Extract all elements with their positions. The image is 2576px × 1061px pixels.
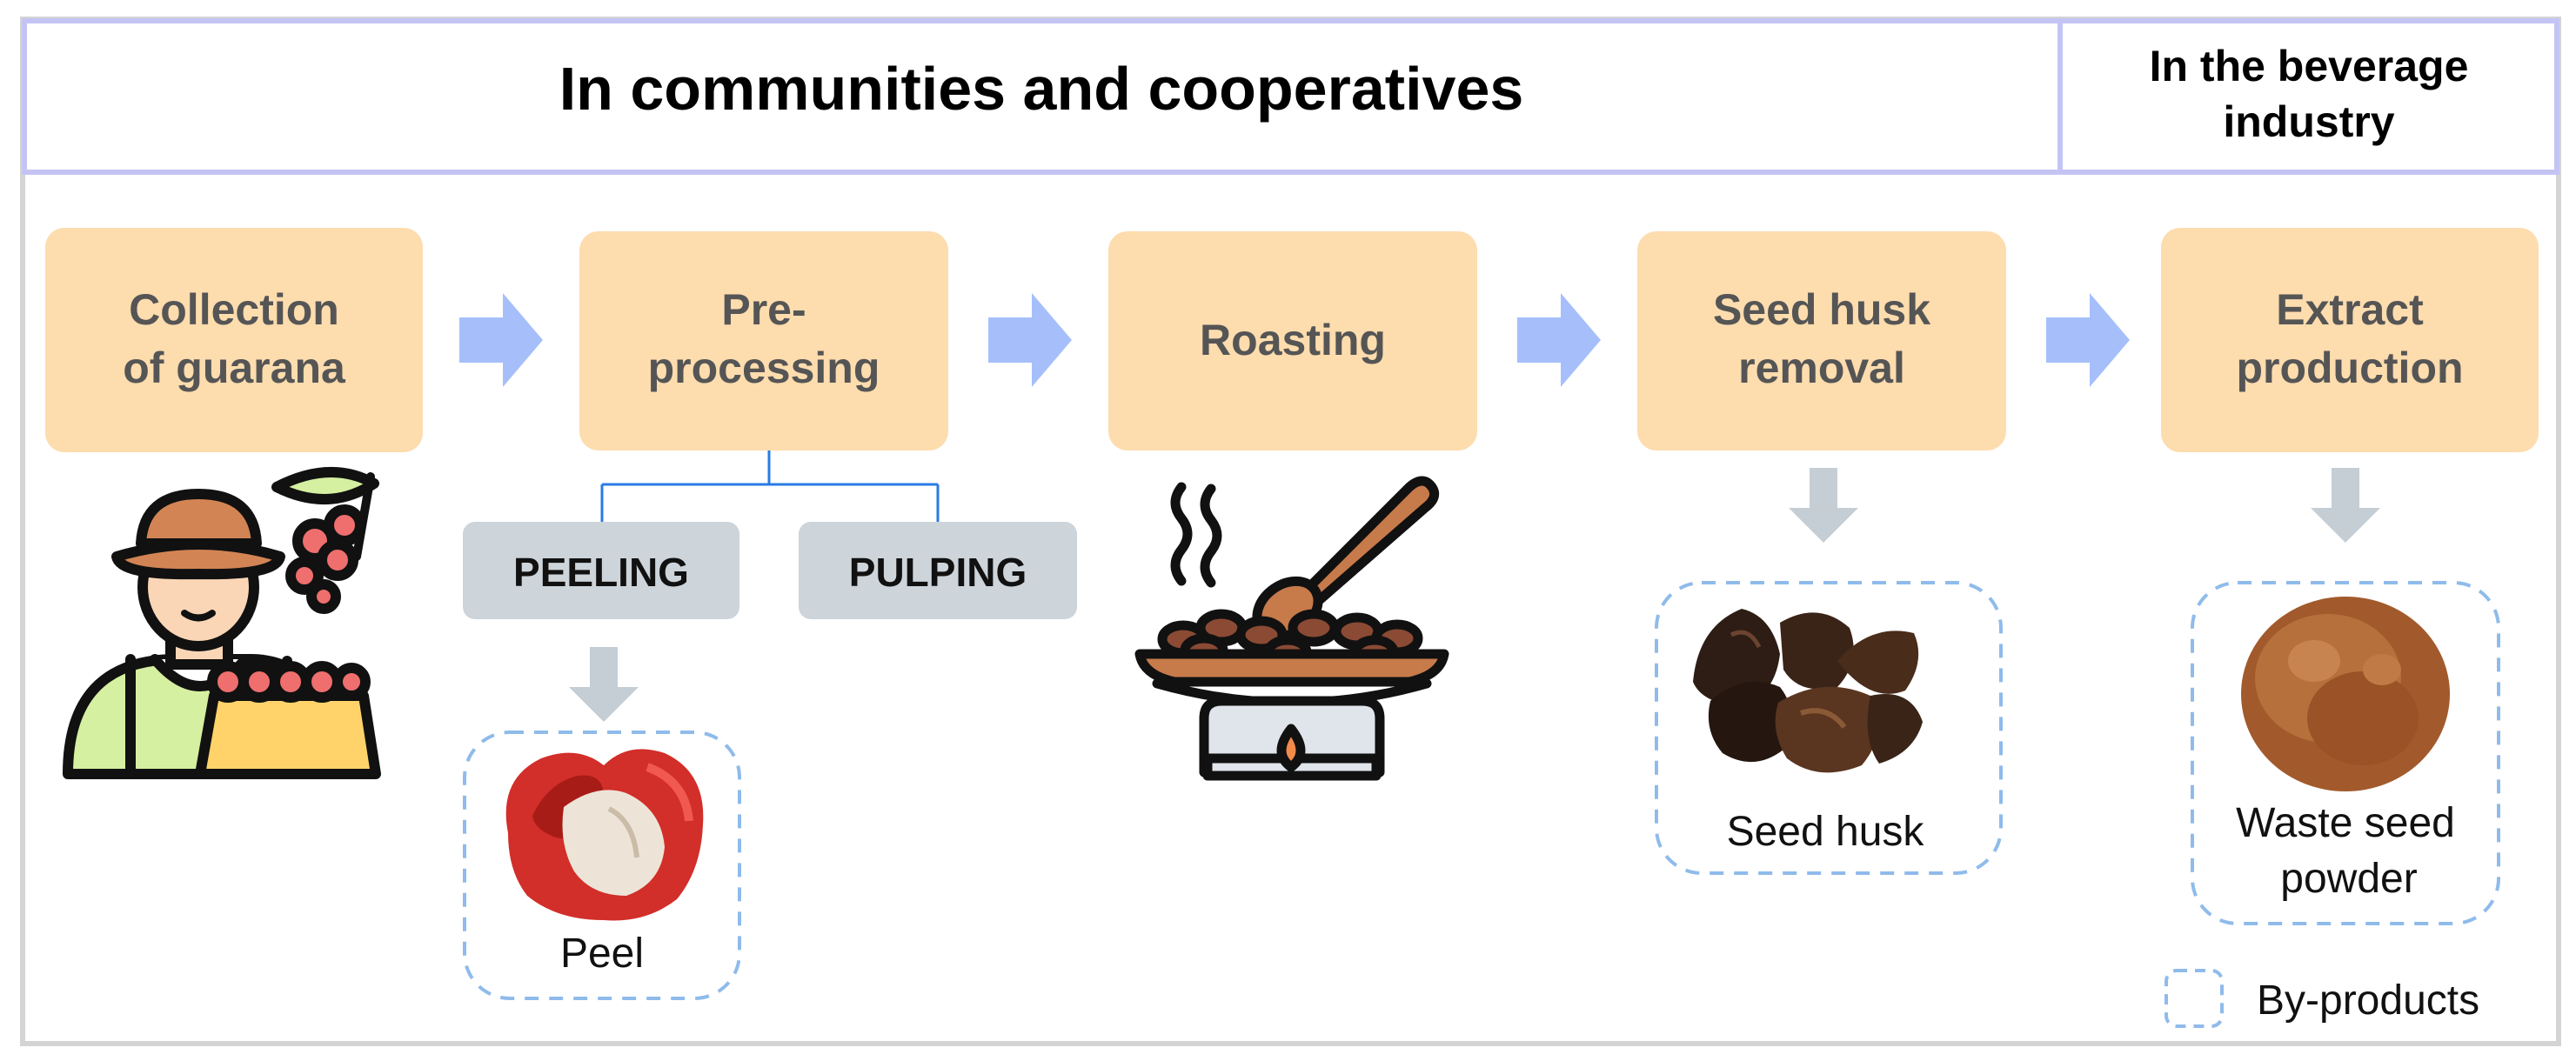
- method-box: [799, 522, 1077, 619]
- step-seed-husk-removal: Seed husk removal: [1637, 231, 2006, 450]
- seed-husk-photo: [1693, 609, 1923, 773]
- step-roasting: Roasting: [1108, 231, 1477, 450]
- byproduct-waste-seed-powder: Waste seed powder: [2191, 581, 2500, 925]
- arrow-down-icon: [1789, 468, 1858, 543]
- byproduct-label: powder: [2280, 856, 2417, 902]
- step-box: [1108, 231, 1477, 450]
- step-label: Collection: [129, 285, 339, 334]
- byproduct-label: Peel: [560, 931, 644, 977]
- seed-powder-photo: [2241, 597, 2450, 791]
- preprocessing-connector: [600, 450, 940, 524]
- industry-title-line2: industry: [2223, 97, 2394, 146]
- byproduct-peel: Peel: [463, 731, 741, 1000]
- roasting-pan-icon: [1134, 476, 1449, 781]
- outer-frame: [20, 17, 2561, 1046]
- communities-title: In communities and cooperatives: [559, 55, 1524, 123]
- legend-swatch: [2165, 969, 2224, 1028]
- byproduct-seed-husk: Seed husk: [1655, 581, 2003, 875]
- method-peeling: PEELING: [463, 522, 739, 619]
- step-label: processing: [648, 344, 880, 392]
- guarana-peel-photo: [505, 749, 704, 921]
- method-label: PULPING: [849, 550, 1027, 595]
- arrow-down-icon: [569, 647, 639, 722]
- arrow-right-icon: [988, 293, 1072, 387]
- farmer-icon: [63, 467, 381, 779]
- arrow-right-icon: [459, 293, 543, 387]
- step-label: removal: [1738, 344, 1905, 392]
- step-box: [45, 228, 423, 452]
- industry-title-line1: In the beverage: [2150, 42, 2469, 90]
- step-label: Extract: [2276, 285, 2424, 334]
- header-band: In communities and cooperatives In the b…: [22, 18, 2559, 175]
- legend-label: By-products: [2257, 978, 2479, 1024]
- step-label: Seed husk: [1713, 285, 1930, 334]
- method-label: PEELING: [513, 550, 689, 595]
- legend: By-products: [2165, 969, 2479, 1028]
- step-collection: Collection of guarana: [45, 228, 423, 452]
- method-box: [463, 522, 739, 619]
- step-extract-production: Extract production: [2161, 228, 2539, 452]
- step-label: production: [2236, 344, 2463, 392]
- arrow-down-icon: [2311, 468, 2380, 543]
- step-box: [579, 231, 948, 450]
- byproduct-label: Waste seed: [2236, 800, 2455, 846]
- byproduct-label: Seed husk: [1727, 809, 1925, 855]
- arrow-right-icon: [2046, 293, 2130, 387]
- step-label: Pre-: [721, 285, 806, 334]
- step-label: of guarana: [123, 344, 346, 392]
- arrow-right-icon: [1517, 293, 1601, 387]
- step-label: Roasting: [1200, 316, 1386, 364]
- step-preprocessing: Pre- processing: [579, 231, 948, 450]
- step-box: [2161, 228, 2539, 452]
- method-pulping: PULPING: [799, 522, 1077, 619]
- header-box: [22, 18, 2559, 175]
- step-box: [1637, 231, 2006, 450]
